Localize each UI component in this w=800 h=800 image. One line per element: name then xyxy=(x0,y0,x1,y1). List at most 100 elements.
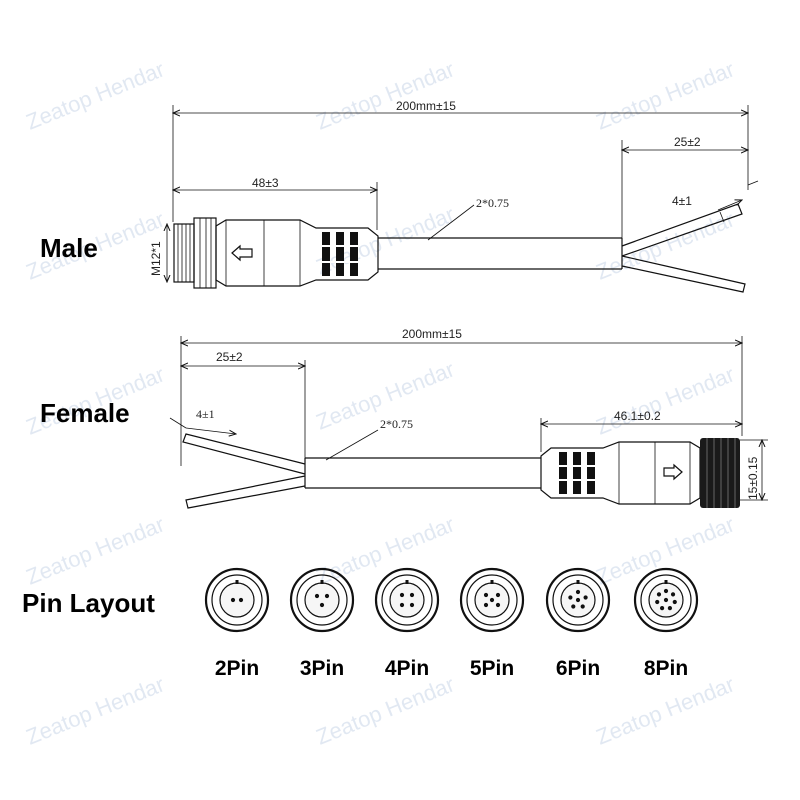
face-outer-ring xyxy=(545,567,611,633)
female-connector-length: 46.1±0.2 xyxy=(614,409,661,423)
face-inner-ring xyxy=(211,574,263,626)
female-total-length: 200mm±15 xyxy=(402,327,462,341)
tin-dimension-line xyxy=(185,427,236,434)
pin-contact xyxy=(655,599,660,605)
pin-contact xyxy=(489,597,495,603)
pin-label: 5Pin xyxy=(470,657,514,680)
male-tin-length: 4±1 xyxy=(672,194,692,208)
pin-contact xyxy=(663,588,669,594)
pin-contact xyxy=(568,595,573,600)
tin-dimension-line xyxy=(717,200,742,211)
pin-contact xyxy=(314,593,320,599)
pin-contact xyxy=(319,602,325,608)
male-drawing: 200mm±15 25±2 48±3 M12*1 xyxy=(149,99,759,293)
face-inner-ring xyxy=(466,574,518,626)
pin-contact xyxy=(483,602,489,608)
male-strip-length: 25±2 xyxy=(674,135,701,149)
pin-contact xyxy=(571,604,576,609)
watermark: Zeatop Hendar xyxy=(593,511,738,589)
watermark: Zeatop Hendar xyxy=(593,206,738,284)
face-outer-ring xyxy=(459,567,525,633)
grip-slot xyxy=(322,232,330,276)
wire-upper xyxy=(182,433,306,475)
pin-contact xyxy=(667,606,673,611)
watermark: Zeatop Hendar xyxy=(593,56,738,134)
direction-arrow-icon xyxy=(231,244,253,262)
pin-contact xyxy=(409,602,415,608)
wire-lower xyxy=(621,255,746,293)
female-tin-length: 4±1 xyxy=(196,407,215,421)
direction-arrow-icon xyxy=(663,463,683,481)
key-notch xyxy=(320,580,324,584)
grip-slot xyxy=(336,232,344,276)
male-connector-length: 48±3 xyxy=(252,176,279,190)
grip-slot xyxy=(573,452,581,494)
face-insert xyxy=(389,582,425,618)
pin-contact xyxy=(409,592,415,598)
pin-contact xyxy=(324,593,330,599)
face-inner-ring xyxy=(296,574,348,626)
pin-contact xyxy=(575,589,581,595)
wire-upper xyxy=(621,203,743,257)
female-wire-spec: 2*0.75 xyxy=(380,417,413,431)
face-outer-ring xyxy=(633,567,699,633)
grip-slot xyxy=(350,232,358,276)
female-heading: Female xyxy=(40,398,130,428)
pin-contact xyxy=(663,597,669,603)
pin-contact xyxy=(495,602,501,608)
pin-contact xyxy=(495,592,501,598)
key-notch xyxy=(405,580,409,584)
pin-contact xyxy=(670,592,676,597)
pin-contact xyxy=(399,602,405,608)
pin-label: 2Pin xyxy=(215,657,259,680)
watermark: Zeatop Hendar xyxy=(23,671,168,749)
pin-face-2: 2Pin xyxy=(204,567,270,680)
watermark: Zeatop Hendar xyxy=(593,361,738,439)
watermark: Zeatop Hendar xyxy=(313,671,458,749)
pin-face-8: 8Pin xyxy=(633,567,699,680)
pin-face-3: 3Pin xyxy=(289,567,355,680)
pin-contact xyxy=(238,597,244,603)
wire-spec-leader xyxy=(325,429,379,461)
face-insert xyxy=(219,582,255,618)
thread-section xyxy=(173,223,195,283)
male-wire-spec: 2*0.75 xyxy=(476,196,509,210)
face-inner-ring xyxy=(381,574,433,626)
key-notch xyxy=(576,580,580,584)
pin-label: 6Pin xyxy=(556,657,600,680)
knurled-nut xyxy=(193,217,217,289)
watermark: Zeatop Hendar xyxy=(313,56,458,134)
pin-contact xyxy=(399,592,405,598)
face-outer-ring xyxy=(204,567,270,633)
pin-face-4: 4Pin xyxy=(374,567,440,680)
face-inner-ring xyxy=(640,574,692,626)
pin-contact xyxy=(672,599,677,605)
male-heading: Male xyxy=(40,233,98,263)
key-notch xyxy=(235,580,239,584)
face-outer-ring xyxy=(374,567,440,633)
pin-contact xyxy=(659,606,665,611)
watermark: Zeatop Hendar xyxy=(313,201,458,279)
face-insert xyxy=(304,582,340,618)
watermark: Zeatop Hendar xyxy=(23,511,168,589)
pin-layout-row: 2Pin 3Pin 4Pin 5Pin 6Pin 8Pin xyxy=(204,567,699,680)
pin-contact xyxy=(656,592,662,597)
pin-contact xyxy=(230,597,236,603)
wire-lower xyxy=(185,475,306,509)
pin-contact xyxy=(580,604,585,609)
key-notch xyxy=(664,580,668,584)
face-outer-ring xyxy=(289,567,355,633)
pin-label: 8Pin xyxy=(644,657,688,680)
pin-contact xyxy=(583,595,588,600)
wire-spec-leader xyxy=(427,204,475,241)
pin-face-6: 6Pin xyxy=(545,567,611,680)
pin-label: 3Pin xyxy=(300,657,344,680)
female-drawing: 200mm±15 25±2 46.1±0.2 15±0.15 4±1 2*0.7… xyxy=(169,327,768,509)
knurled-coupling-nut xyxy=(700,438,740,508)
pin-face-5: 5Pin xyxy=(459,567,525,680)
female-diameter: 15±0.15 xyxy=(746,456,760,500)
male-total-length: 200mm±15 xyxy=(396,99,456,113)
pin-label: 4Pin xyxy=(385,657,429,680)
